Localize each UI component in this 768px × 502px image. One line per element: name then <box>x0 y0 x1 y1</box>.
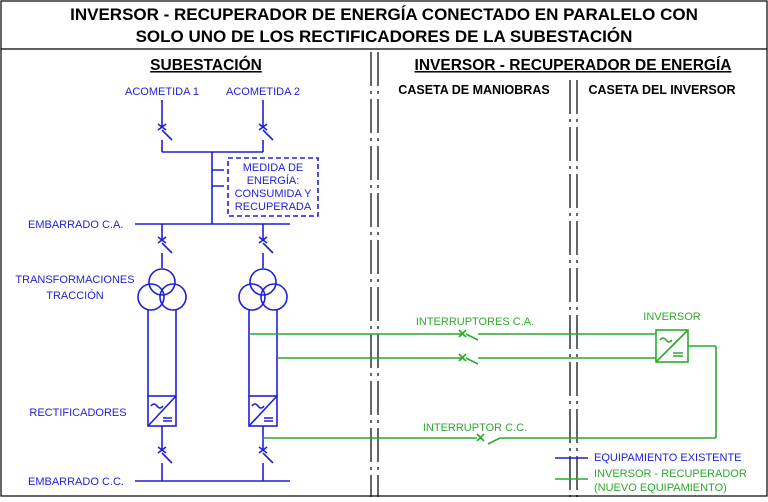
trafo-2-switch <box>258 224 274 268</box>
section-caseta-inversor: CASETA DEL INVERSOR <box>588 83 735 97</box>
ca-line-upper <box>249 329 656 341</box>
title-line-1: INVERSOR - RECUPERADOR DE ENERGÍA CONECT… <box>70 5 698 24</box>
acometida-2-label: ACOMETIDA 2 <box>226 86 300 98</box>
legend-existente-label: EQUIPAMIENTO EXISTENTE <box>594 452 742 464</box>
acometida-1-switch <box>157 100 173 152</box>
transformaciones-label-2: TRACCIÓN <box>46 289 104 302</box>
transformer-1 <box>137 268 187 311</box>
medida-line-2: ENERGÍA: <box>247 174 300 187</box>
embarrado-cc-label: EMBARRADO C.C. <box>28 476 124 488</box>
trafo-2-output <box>248 310 278 396</box>
separator-casetas <box>569 80 578 497</box>
interruptor-cc-label: INTERRUPTOR C.C. <box>423 422 527 434</box>
ca-line-lower <box>277 353 656 365</box>
rectifier-2-switch <box>258 426 274 481</box>
interruptores-ca-label: INTERRUPTORES C.A. <box>416 316 534 328</box>
transformaciones-label-1: TRANSFORMACIONES <box>15 274 134 286</box>
medida-line-3: CONSUMIDA Y <box>235 188 312 200</box>
embarrado-ca-label: EMBARRADO C.A. <box>28 219 123 231</box>
trafo-1-output <box>147 310 177 396</box>
legend-nuevo-label-1: INVERSOR - RECUPERADOR <box>594 468 747 480</box>
medida-line-1: MEDIDA DE <box>243 162 304 174</box>
section-caseta-maniobras: CASETA DE MANIOBRAS <box>398 83 549 97</box>
medida-line-4: RECUPERADA <box>235 201 312 213</box>
rectifier-2 <box>248 395 278 427</box>
separator-subestacion <box>370 52 379 497</box>
medida-tap <box>212 169 224 187</box>
acometida-2-switch <box>258 100 274 152</box>
acometida-1-label: ACOMETIDA 1 <box>125 86 199 98</box>
cc-line <box>263 345 717 445</box>
legend-nuevo-label-2: (NUEVO EQUIPAMIENTO) <box>594 482 727 494</box>
rectifier-1-switch <box>157 426 173 481</box>
section-subestacion: SUBESTACIÓN <box>150 56 262 74</box>
rectificadores-label: RECTIFICADORES <box>29 407 126 419</box>
trafo-1-switch <box>157 224 173 268</box>
rectifier-1 <box>147 395 177 427</box>
inversor-label: INVERSOR <box>643 311 701 323</box>
title-line-2: SOLO UNO DE LOS RECTIFICADORES DE LA SUB… <box>136 27 633 46</box>
legend: EQUIPAMIENTO EXISTENTE INVERSOR - RECUPE… <box>555 452 747 494</box>
inverter <box>655 329 689 363</box>
section-inversor: INVERSOR - RECUPERADOR DE ENERGÍA <box>415 57 732 74</box>
transformer-2 <box>238 268 288 311</box>
medida-energia-box <box>227 157 319 217</box>
